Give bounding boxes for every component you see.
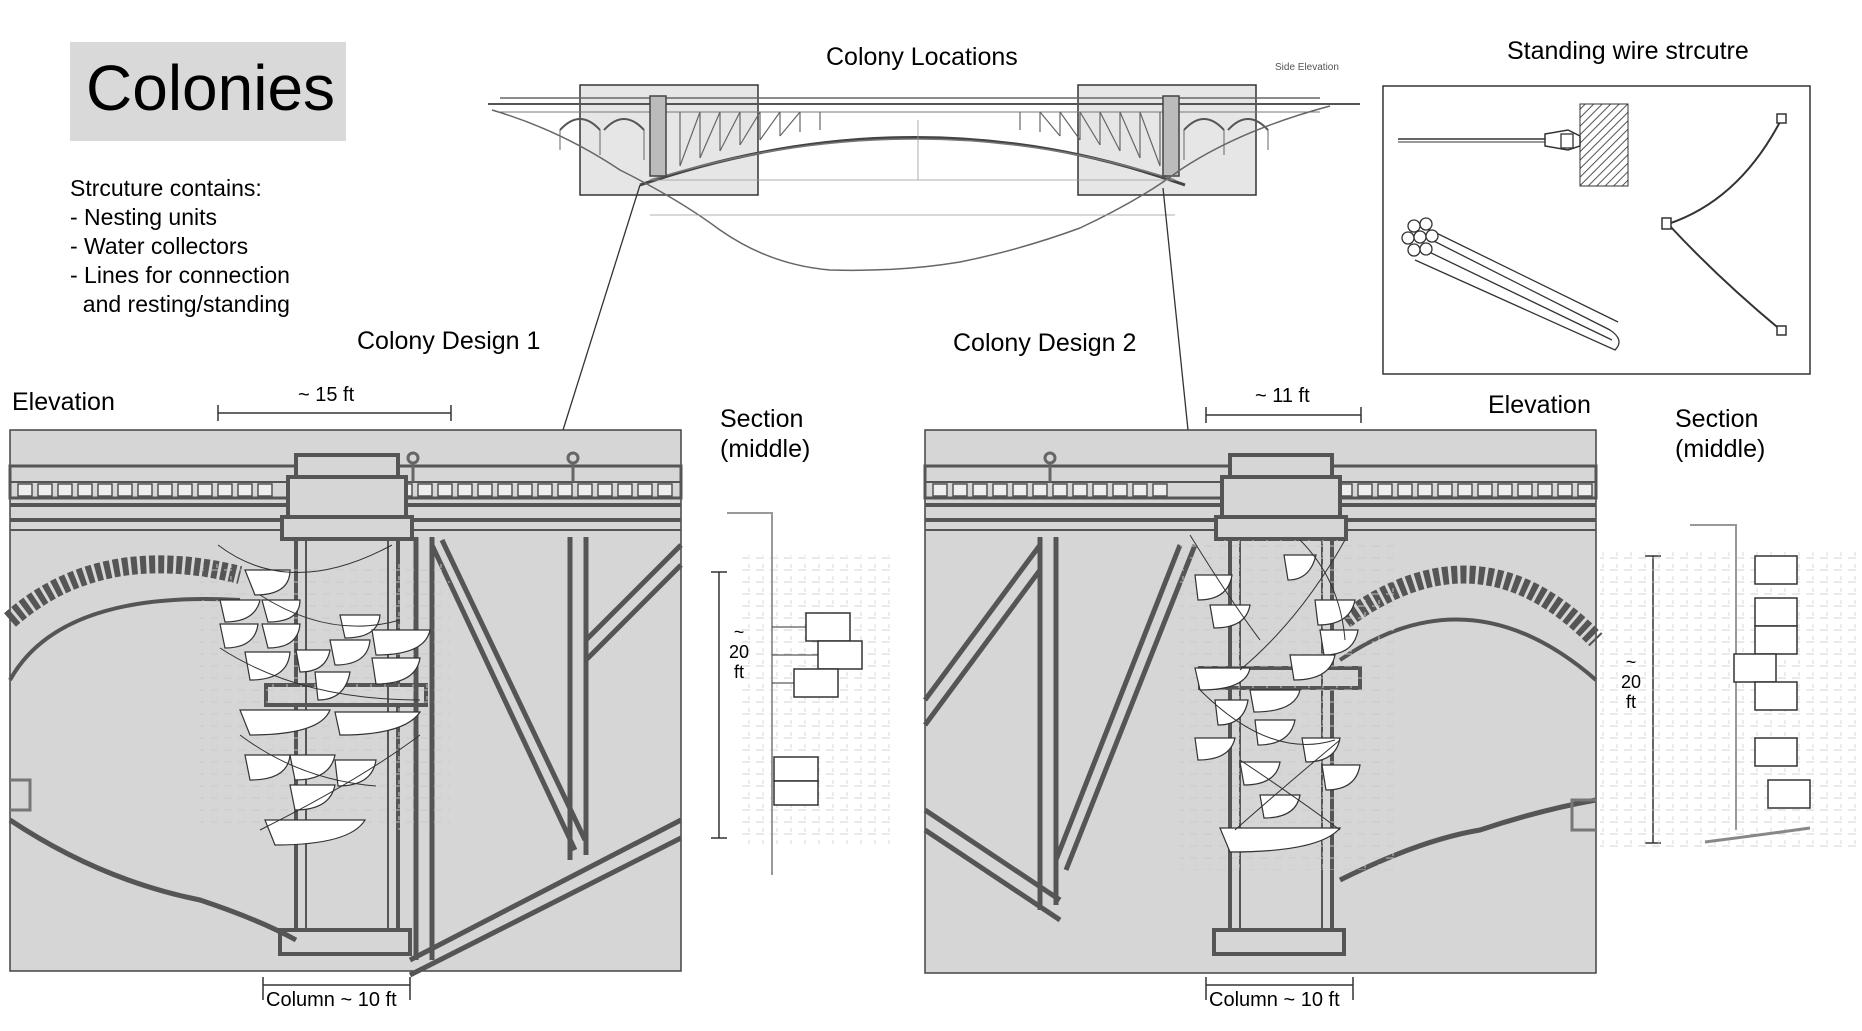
- height-value: 20: [728, 642, 750, 662]
- height-tilde: ~: [733, 622, 745, 642]
- contains-list: Strcuture contains: - Nesting units - Wa…: [70, 174, 290, 319]
- contains-item: and resting/standing: [70, 291, 290, 317]
- design2-column-dimension: Column ~ 10 ft: [1209, 989, 1340, 1011]
- design2-label: Colony Design 2: [953, 329, 1137, 357]
- contains-item: - Lines for connection: [70, 262, 290, 288]
- design1-section-label: Section (middle): [720, 404, 810, 464]
- height-value: 20: [1620, 672, 1642, 692]
- design1-elevation-label: Elevation: [12, 388, 115, 416]
- design1-section-drawing: [727, 512, 890, 875]
- design1-elevation-panel: [4, 429, 683, 978]
- title-background: [70, 42, 346, 141]
- design2-section-drawing: [1600, 524, 1862, 850]
- section-title: Section: [720, 405, 804, 433]
- design1-dimensions: [217, 405, 727, 1000]
- contains-item: - Nesting units: [70, 204, 218, 230]
- design2-section-label: Section (middle): [1675, 404, 1765, 464]
- wire-structure-label: Standing wire strcutre: [1507, 37, 1749, 65]
- bridge-side-elevation: [488, 84, 1360, 272]
- section-subtitle: (middle): [720, 435, 811, 463]
- contains-item: - Water collectors: [70, 233, 249, 259]
- design2-elevation-label: Elevation: [1488, 391, 1591, 419]
- height-unit: ft: [1625, 692, 1636, 712]
- contains-heading: Strcuture contains:: [70, 175, 262, 201]
- design2-height-dimension: ~ 20 ft: [1617, 652, 1645, 712]
- page-title: Colonies: [86, 52, 336, 124]
- height-unit: ft: [733, 662, 744, 682]
- connector-line-2: [1162, 187, 1189, 431]
- connector-line-1: [562, 184, 641, 431]
- section-title: Section: [1675, 405, 1759, 433]
- section-subtitle: (middle): [1675, 435, 1766, 463]
- colony-locations-label: Colony Locations: [826, 43, 1018, 71]
- colony-location-box-1: [579, 84, 759, 196]
- design1-label: Colony Design 1: [357, 327, 541, 355]
- wire-structure-panel: [1382, 85, 1811, 375]
- design2-elevation-panel: [922, 429, 1603, 974]
- side-elevation-label: Side Elevation: [1275, 62, 1339, 73]
- height-tilde: ~: [1625, 652, 1637, 672]
- design1-height-dimension: ~ 20 ft: [728, 622, 750, 682]
- design2-width-dimension: ~ 11 ft: [1255, 385, 1310, 407]
- design1-column-dimension: Column ~ 10 ft: [266, 989, 397, 1011]
- design1-width-dimension: ~ 15 ft: [298, 384, 355, 406]
